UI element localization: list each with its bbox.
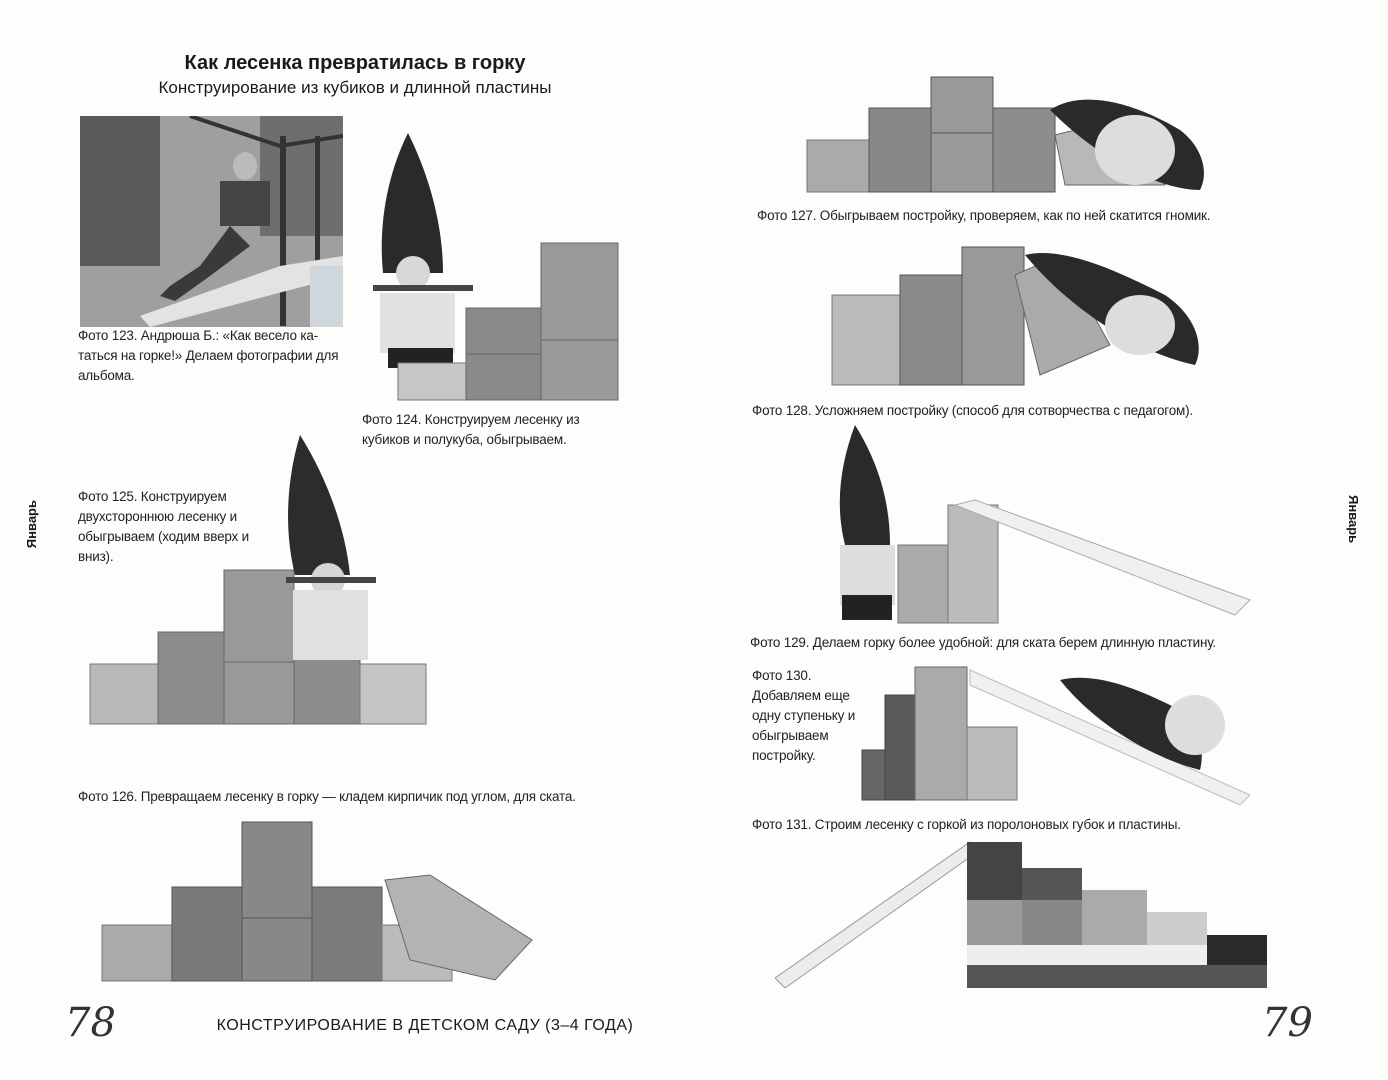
caption-photo-126: Фото 126. Превращаем лесенку в горку — к… — [78, 789, 576, 804]
side-label-month-right: Январь — [1346, 495, 1361, 544]
page-number-right: 79 — [1262, 1000, 1313, 1046]
caption-photo-128: Фото 128. Усложняем постройку (способ дл… — [752, 403, 1193, 418]
photo-126-stairs-slide — [101, 821, 533, 982]
photo-125-two-sided-stairs — [89, 435, 427, 725]
side-label-month: Январь — [24, 500, 39, 549]
caption-photo-123: Фото 123. Андрюша Б.: «Как весело ка­тат… — [78, 328, 339, 383]
photo-129-long-plank-slide — [839, 425, 1251, 624]
page-subtitle: Конструирование из кубиков и длинной пла… — [158, 78, 552, 97]
photo-127-gnome-on-stairs — [806, 76, 1204, 193]
photo-123-playground — [80, 116, 343, 327]
running-footer: КОНСТРУИРОВАНИЕ В ДЕТСКОМ САДУ (3–4 ГОДА… — [216, 1017, 634, 1034]
caption-photo-124: Фото 124. Конструируем лесенку из кубико… — [362, 412, 580, 447]
photo-128-complex-stairs — [831, 246, 1199, 386]
photo-130-added-step — [861, 666, 1250, 805]
caption-photo-129: Фото 129. Делаем горку более удобной: дл… — [750, 635, 1216, 650]
caption-photo-131: Фото 131. Строим лесенку с горкой из пор… — [752, 817, 1181, 832]
page-number-left: 78 — [65, 1000, 116, 1046]
caption-photo-127: Фото 127. Обыгрываем постройку, проверяе… — [757, 208, 1211, 223]
photo-124-gnome-stairs — [373, 133, 619, 401]
caption-photo-130: Фото 130. Добавляем еще одну ступеньку и… — [752, 668, 856, 763]
caption-photo-125: Фото 125. Конструируем двухстороннюю лес… — [78, 489, 250, 564]
photo-131-foam-stairs — [775, 841, 1267, 989]
page-title: Как лесенка превратилась в горку — [184, 52, 526, 74]
